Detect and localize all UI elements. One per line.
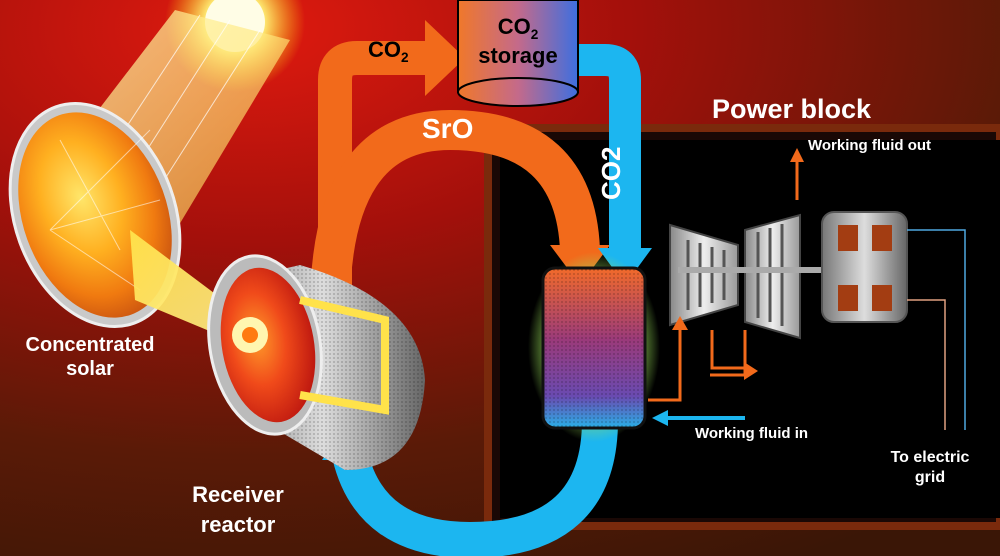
concentrated-solar-line2: solar xyxy=(66,358,114,380)
co2-flow-to-reactor xyxy=(555,44,641,250)
storage-word: storage xyxy=(478,43,558,68)
generator-icon xyxy=(821,211,908,323)
to-electric-line2: grid xyxy=(914,469,946,486)
co2-vertical-label: CO2 xyxy=(596,146,626,200)
return-flow-arc xyxy=(332,419,618,556)
sro-flow-arc xyxy=(310,109,600,311)
co2-storage-label: CO2 storage xyxy=(458,14,578,69)
receiver-reactor-line2: reactor xyxy=(200,512,276,537)
working-fluid-out-label: Working fluid out xyxy=(808,137,932,154)
power-block-title: Power block xyxy=(712,94,872,124)
storage-co2-main: CO xyxy=(497,14,531,39)
concentrated-solar-line1: Concentrated xyxy=(25,334,155,356)
storage-co2-sub: 2 xyxy=(530,26,539,42)
co2-storage-tank xyxy=(457,0,579,107)
co2-flow-to-storage xyxy=(318,41,428,285)
turbine-2 xyxy=(744,213,801,340)
storage-co2-line: CO2 xyxy=(458,14,578,43)
concentrated-solar-label: Concentrated solar xyxy=(10,333,170,381)
receiver-reactor-label: Receiver reactor xyxy=(178,480,298,540)
to-electric-line1: To electric xyxy=(890,449,970,466)
turbine-1 xyxy=(669,223,739,327)
co2-flow-arrowhead xyxy=(425,20,465,96)
co2-top-label: CO2 xyxy=(368,37,409,65)
co2-top-main: CO xyxy=(368,37,401,62)
receiver-reactor-line1: Receiver xyxy=(192,482,284,507)
working-fluid-in-label: Working fluid in xyxy=(695,425,809,442)
working-fluid-out-arrowhead xyxy=(790,148,804,162)
sro-label: SrO xyxy=(422,113,474,144)
co2-top-sub: 2 xyxy=(401,49,409,65)
reactor-vessel xyxy=(528,252,660,442)
receiver-reactor-icon xyxy=(207,254,425,470)
pipe-arrowhead-1 xyxy=(672,316,688,330)
pipe-arrowhead-2 xyxy=(744,362,758,380)
electric-wires xyxy=(907,229,966,430)
working-fluid-in-arrowhead xyxy=(652,410,668,426)
to-electric-grid-label: To electric grid xyxy=(880,448,980,488)
